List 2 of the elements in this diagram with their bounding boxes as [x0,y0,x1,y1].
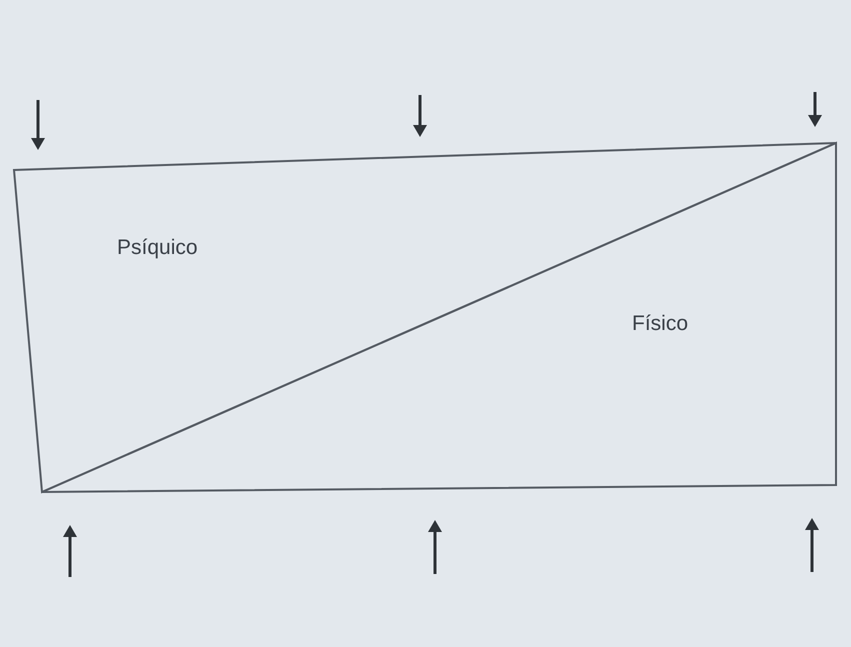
region-label: Psíquico [117,236,198,260]
region-label: Físico [632,312,688,336]
